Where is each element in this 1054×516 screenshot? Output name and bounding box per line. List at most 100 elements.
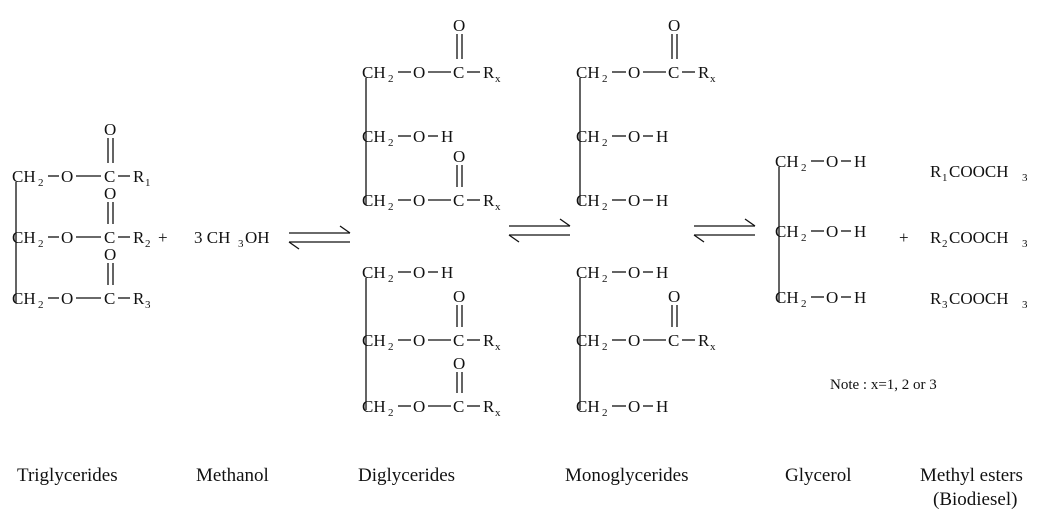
svg-text:CH: CH [775, 152, 799, 171]
svg-text:R: R [698, 331, 710, 350]
svg-text:2: 2 [38, 299, 44, 311]
methanol-formula: 3 CH 3 OH [194, 228, 270, 250]
svg-text:C: C [668, 63, 679, 82]
svg-text:O: O [104, 184, 116, 203]
svg-text:C: C [453, 191, 464, 210]
svg-text:CH: CH [362, 191, 386, 210]
svg-text:x: x [495, 73, 501, 85]
captions-row: Triglycerides Methanol Diglycerides Mono… [17, 465, 1023, 510]
svg-text:O: O [453, 354, 465, 373]
caption-biodiesel: (Biodiesel) [933, 489, 1017, 510]
svg-text:OH: OH [245, 228, 270, 247]
svg-text:x: x [710, 73, 716, 85]
svg-text:H: H [441, 127, 453, 146]
caption-glycerol: Glycerol [785, 465, 851, 486]
svg-text:H: H [441, 263, 453, 282]
svg-text:O: O [628, 397, 640, 416]
svg-text:H: H [854, 152, 866, 171]
caption-monoglycerides: Monoglycerides [565, 465, 688, 486]
equilibrium-arrow-3 [693, 218, 756, 243]
svg-text:COOCH: COOCH [949, 162, 1009, 181]
svg-text:CH: CH [576, 127, 600, 146]
note-text: Note : x=1, 2 or 3 [830, 377, 937, 393]
svg-text:R: R [133, 167, 145, 186]
svg-text:O: O [628, 63, 640, 82]
svg-text:2: 2 [388, 273, 394, 285]
svg-text:H: H [854, 288, 866, 307]
caption-methyl-esters: Methyl esters [920, 465, 1023, 486]
svg-text:R: R [930, 289, 942, 308]
svg-text:H: H [656, 263, 668, 282]
svg-text:3: 3 [238, 238, 244, 250]
svg-text:O: O [826, 222, 838, 241]
svg-text:2: 2 [602, 137, 608, 149]
svg-text:CH: CH [576, 63, 600, 82]
svg-text:C: C [453, 63, 464, 82]
svg-text:R: R [133, 228, 145, 247]
svg-text:CH: CH [576, 191, 600, 210]
svg-text:3: 3 [1022, 299, 1028, 311]
svg-text:2: 2 [602, 407, 608, 419]
caption-methanol: Methanol [196, 465, 269, 486]
svg-text:2: 2 [602, 73, 608, 85]
svg-text:CH: CH [576, 331, 600, 350]
svg-text:2: 2 [602, 201, 608, 213]
svg-text:2: 2 [602, 341, 608, 353]
svg-text:O: O [104, 120, 116, 139]
equilibrium-arrow-2 [508, 218, 571, 243]
svg-text:2: 2 [388, 201, 394, 213]
svg-text:1: 1 [145, 177, 151, 189]
svg-text:CH: CH [12, 228, 36, 247]
svg-text:R: R [133, 289, 145, 308]
svg-text:3: 3 [1022, 172, 1028, 184]
atom-ch2: CH [12, 167, 36, 186]
svg-text:O: O [413, 397, 425, 416]
svg-text:CH: CH [362, 397, 386, 416]
svg-text:2: 2 [38, 177, 44, 189]
svg-text:O: O [668, 16, 680, 35]
svg-text:R: R [698, 63, 710, 82]
svg-text:O: O [453, 287, 465, 306]
glycerol-structure: CH 2 O H CH 2 O H CH 2 O H [775, 152, 866, 310]
svg-text:2: 2 [942, 238, 948, 250]
svg-text:O: O [628, 127, 640, 146]
svg-text:C: C [104, 167, 115, 186]
svg-text:C: C [104, 289, 115, 308]
svg-text:O: O [826, 288, 838, 307]
svg-text:CH: CH [576, 263, 600, 282]
triglyceride-structure: CH 2 O C O R 1 CH 2 O C O R 2 + CH 2 O C… [12, 120, 168, 311]
svg-text:3: 3 [145, 299, 151, 311]
svg-text:CH: CH [775, 222, 799, 241]
svg-text:R: R [483, 191, 495, 210]
svg-text:CH: CH [576, 397, 600, 416]
svg-text:O: O [61, 289, 73, 308]
svg-text:CH: CH [362, 263, 386, 282]
svg-text:O: O [104, 245, 116, 264]
svg-text:2: 2 [801, 162, 807, 174]
svg-text:R: R [930, 162, 942, 181]
svg-text:H: H [854, 222, 866, 241]
svg-text:O: O [413, 331, 425, 350]
svg-text:CH: CH [362, 63, 386, 82]
svg-text:O: O [413, 63, 425, 82]
svg-text:O: O [826, 152, 838, 171]
svg-text:CH: CH [362, 127, 386, 146]
svg-text:1: 1 [942, 172, 948, 184]
svg-text:2: 2 [145, 238, 151, 250]
svg-text:R: R [483, 331, 495, 350]
caption-triglycerides: Triglycerides [17, 465, 118, 486]
svg-text:O: O [413, 127, 425, 146]
svg-text:C: C [104, 228, 115, 247]
svg-text:2: 2 [38, 238, 44, 250]
svg-text:CH: CH [12, 289, 36, 308]
svg-text:O: O [628, 331, 640, 350]
svg-text:O: O [413, 191, 425, 210]
svg-text:O: O [453, 147, 465, 166]
svg-text:x: x [495, 201, 501, 213]
svg-text:2: 2 [801, 298, 807, 310]
svg-text:CH: CH [775, 288, 799, 307]
svg-text:C: C [453, 397, 464, 416]
svg-text:O: O [413, 263, 425, 282]
monoglyceride-structure-bottom: CH 2 O H CH 2 O C O R x CH 2 O H [576, 263, 716, 419]
svg-text:H: H [656, 191, 668, 210]
